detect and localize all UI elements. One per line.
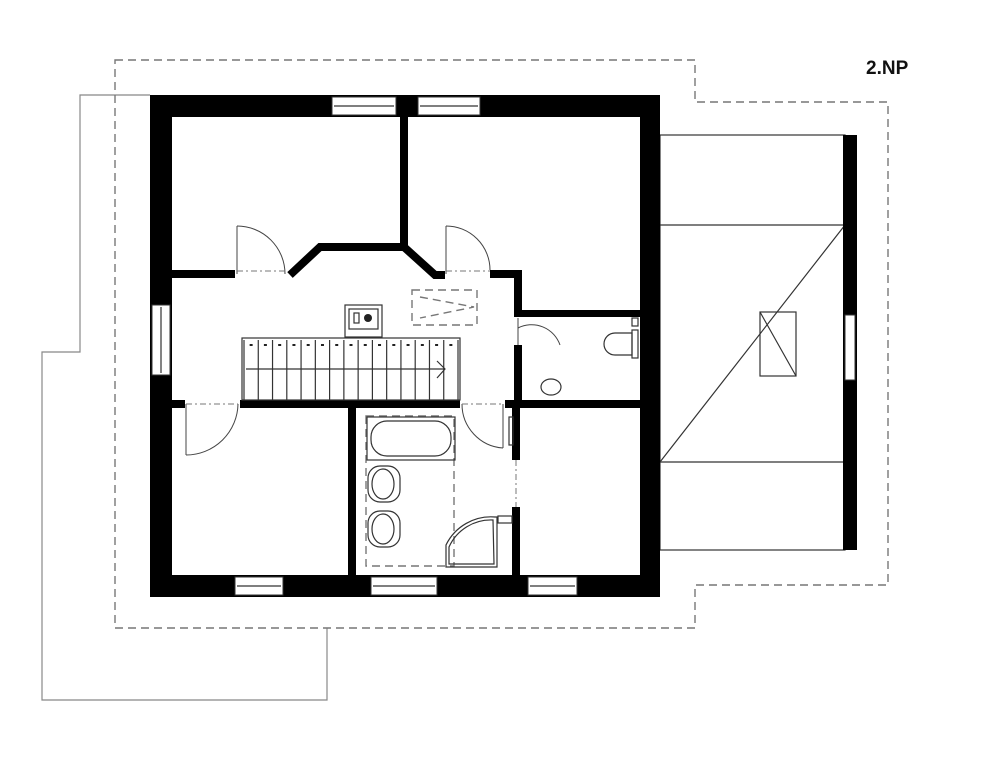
stair-marker	[435, 344, 439, 346]
stair-marker	[249, 344, 253, 346]
stair-marker	[349, 344, 353, 346]
stair-marker	[278, 344, 282, 346]
wc-fixtures	[540, 317, 639, 396]
stair-marker	[320, 344, 324, 346]
staircase	[241, 337, 461, 401]
stair-marker	[306, 344, 310, 346]
stair-marker	[335, 344, 339, 346]
stair-marker	[420, 344, 424, 346]
stair-marker	[392, 344, 396, 346]
stair-marker	[263, 344, 267, 346]
stair-marker	[449, 344, 453, 346]
attic-hatch	[411, 289, 478, 326]
garage-roof	[659, 134, 857, 551]
stair-marker	[363, 344, 367, 346]
stair-arrow-icon	[436, 360, 446, 379]
floor-label: 2.NP	[866, 58, 909, 79]
interior-walls	[172, 117, 640, 575]
chimney	[344, 304, 383, 338]
doors	[185, 225, 561, 507]
bathroom-fixtures	[365, 415, 514, 568]
stair-marker	[406, 344, 410, 346]
stair-marker	[378, 344, 382, 346]
terrace-outline	[41, 94, 328, 701]
windows	[151, 96, 578, 596]
roof-overhang-outline	[114, 59, 889, 629]
stair-marker	[292, 344, 296, 346]
